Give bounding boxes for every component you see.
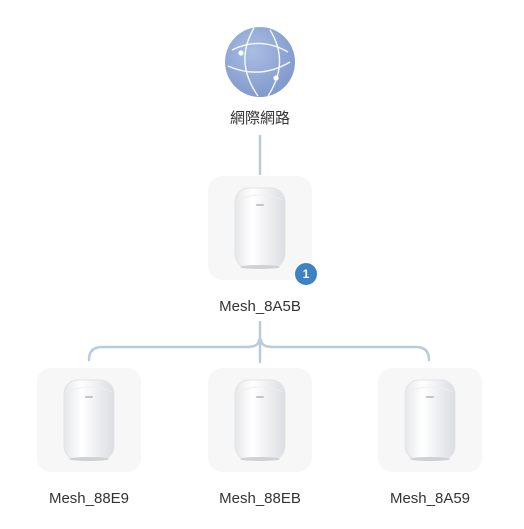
mesh-router-icon: [404, 379, 456, 461]
globe-icon: [225, 27, 295, 97]
root-node-badge: 1: [294, 262, 318, 286]
child-node-label: Mesh_8A59: [389, 490, 471, 507]
mesh-router-icon: [63, 379, 115, 461]
child-node-card[interactable]: [378, 368, 482, 472]
internet-node[interactable]: [224, 26, 296, 98]
root-node-card[interactable]: [208, 176, 312, 280]
mesh-router-icon: [234, 187, 286, 269]
child-node-card[interactable]: [37, 368, 141, 472]
right-branch-link: [259, 338, 431, 362]
left-branch-link: [87, 338, 261, 362]
internet-label: 網際網路: [229, 110, 290, 127]
child-node-label: Mesh_88EB: [219, 490, 301, 507]
child-node-card[interactable]: [208, 368, 312, 472]
root-node-label: Mesh_8A5B: [219, 298, 301, 315]
child-node-label: Mesh_88E9: [48, 490, 130, 507]
mesh-router-icon: [234, 379, 286, 461]
